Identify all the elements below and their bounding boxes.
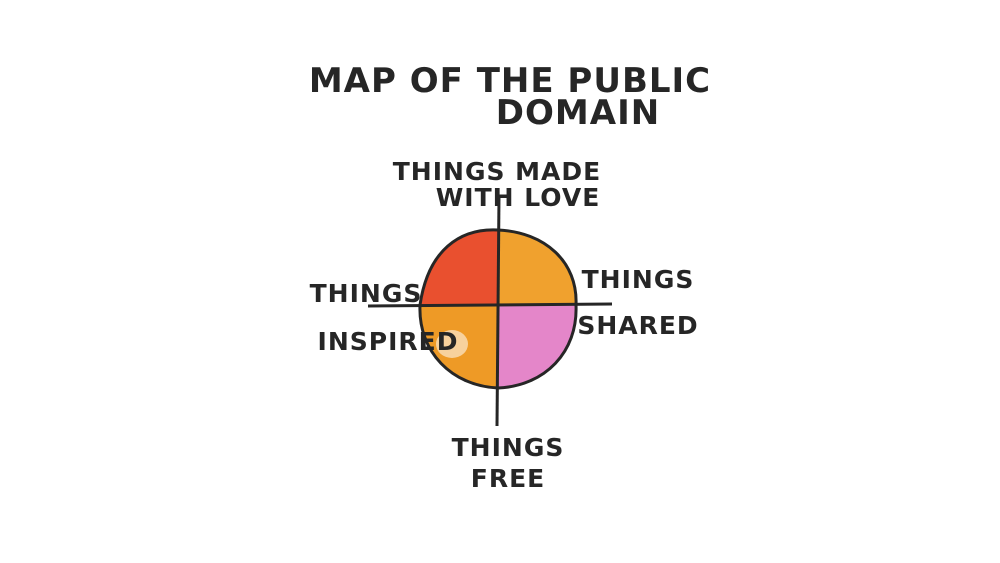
right-label-line-1: THINGS [582,265,695,294]
left-label-line-2: INSPIRED [318,327,459,356]
top-label-line-1: THINGS MADE [393,157,602,186]
title-line-1: MAP OF THE PUBLIC [309,61,711,101]
quadrant-top-right [498,230,577,305]
quadrant-top-left [420,229,498,305]
right-label-line-2: SHARED [577,311,698,340]
vertical-axis [495,195,501,427]
title-line-2: DOMAIN [496,93,660,133]
quadrant-highlight [436,330,468,358]
top-label-line-2: WITH LOVE [436,183,601,212]
bottom-label-line-1: THINGS [452,433,565,462]
bottom-label-line-2: FREE [471,464,545,493]
quadrant-fills [419,229,577,388]
left-label-line-1: THINGS [310,279,423,308]
horizontal-axis [367,302,613,308]
quadrant-bottom-right [498,305,577,388]
